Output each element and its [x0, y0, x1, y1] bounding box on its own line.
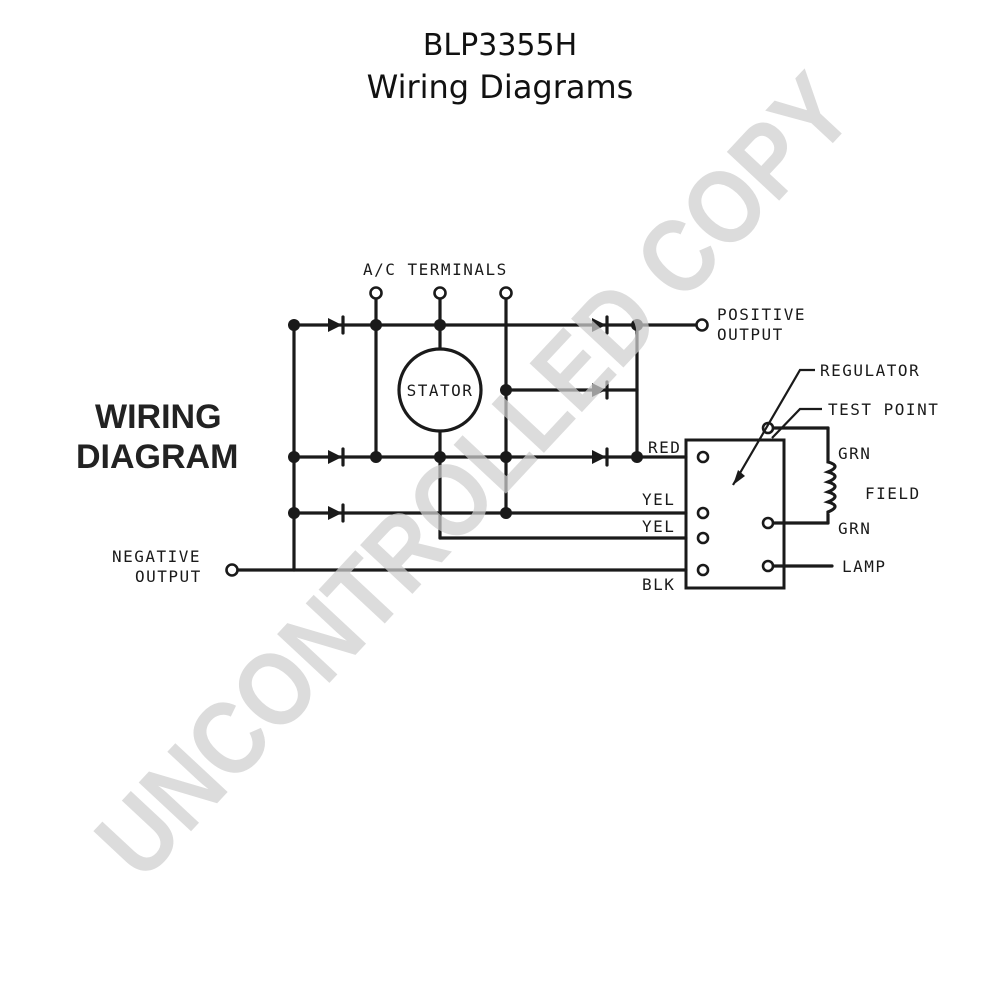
diode-icon	[328, 315, 345, 335]
regulator-box	[684, 438, 786, 590]
junction-dot	[631, 451, 643, 463]
test-point-label: TEST POINT	[828, 400, 939, 419]
negative-output-label-1: NEGATIVE	[112, 547, 201, 566]
regulator-pin-red	[696, 450, 710, 464]
diagram-heading-line1: WIRING	[95, 398, 222, 436]
junction-dot	[500, 451, 512, 463]
junctions	[288, 319, 643, 519]
diode-icon	[592, 447, 609, 467]
junction-dot	[434, 319, 446, 331]
junction-dot	[288, 507, 300, 519]
diode-icon	[592, 315, 609, 335]
junction-dot	[370, 451, 382, 463]
terminals	[225, 286, 709, 577]
wiring	[230, 291, 837, 572]
diagram-heading-line2: DIAGRAM	[76, 438, 238, 476]
wire-color-grn-2: GRN	[838, 519, 871, 538]
model-number: BLP3355H	[422, 28, 578, 63]
regulator-pin-grn-bottom	[761, 516, 775, 530]
stator-winding	[397, 347, 483, 433]
junction-dot	[288, 319, 300, 331]
junction-dot	[500, 384, 512, 396]
regulator-pin-yel-2	[696, 531, 710, 545]
diodes	[328, 315, 609, 523]
field-label: FIELD	[865, 484, 921, 503]
wire-color-yel-1: YEL	[642, 490, 675, 509]
junction-dot	[500, 507, 512, 519]
regulator-label: REGULATOR	[820, 361, 920, 380]
junction-dot	[288, 451, 300, 463]
positive-output-label-2: OUTPUT	[717, 325, 784, 344]
diode-icon	[328, 447, 345, 467]
positive-output-label-1: POSITIVE	[717, 305, 806, 324]
arrow-icon	[733, 470, 745, 485]
wire-color-red: RED	[648, 438, 681, 457]
regulator-pin-yel-1	[696, 506, 710, 520]
negative-output-terminal	[225, 563, 239, 577]
ac-terminals-label: A/C TERMINALS	[363, 260, 508, 279]
regulator-leader-line	[732, 368, 815, 486]
wire-color-grn-1: GRN	[838, 444, 871, 463]
junction-dot	[370, 319, 382, 331]
watermark: UNCONTROLLED COPY	[74, 53, 875, 900]
regulator-pins	[696, 421, 775, 577]
lamp-label: LAMP	[842, 557, 887, 576]
ac-terminal-2	[433, 286, 447, 300]
positive-output-terminal	[695, 318, 709, 332]
junction-dot	[631, 319, 643, 331]
field-coil	[823, 426, 837, 525]
junction-dot	[434, 451, 446, 463]
stator-label: STATOR	[407, 381, 474, 400]
wire-color-yel-2: YEL	[642, 517, 675, 536]
regulator-pin-blk	[696, 563, 710, 577]
regulator-pin-lamp	[761, 559, 775, 573]
negative-output-label-2: OUTPUT	[135, 567, 202, 586]
diode-icon	[328, 503, 345, 523]
ac-terminal-3	[499, 286, 513, 300]
diode-icon	[592, 380, 609, 400]
wire-color-blk: BLK	[642, 575, 675, 594]
ac-terminal-1	[369, 286, 383, 300]
page-subtitle: Wiring Diagrams	[366, 68, 634, 106]
test-point-leader-line	[771, 407, 822, 439]
